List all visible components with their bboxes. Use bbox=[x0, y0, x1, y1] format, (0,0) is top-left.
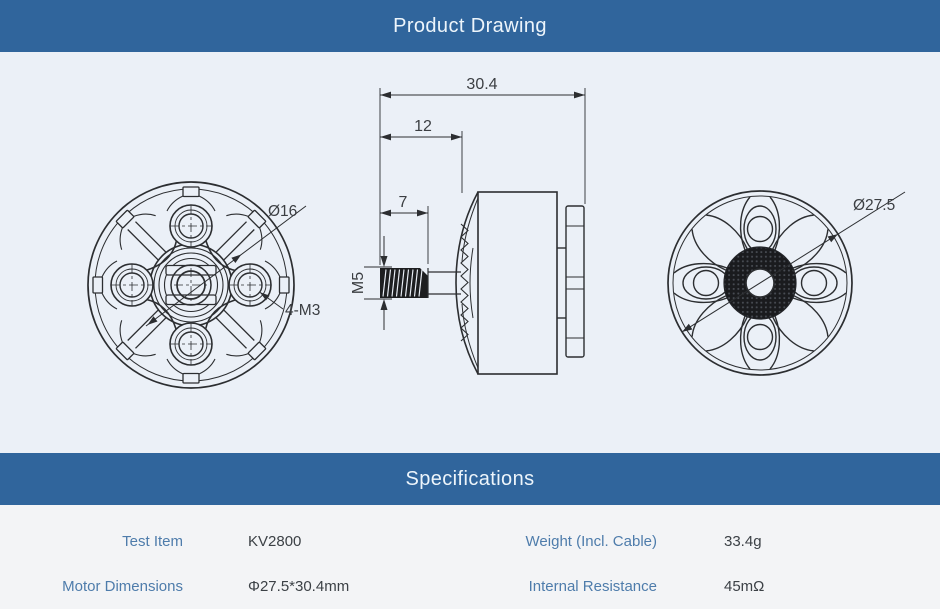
dim-shaft-section-label: 12 bbox=[414, 118, 432, 135]
dim-thread-length: 7 bbox=[380, 194, 428, 217]
side-view: 30.4 12 7 bbox=[350, 76, 586, 375]
spec-label-test-item: Test Item bbox=[122, 533, 183, 550]
spec-value-test-item: KV2800 bbox=[248, 533, 302, 550]
dim-outer-diameter-label: Ø27.5 bbox=[853, 197, 895, 214]
drawing-area: Ø16 4-M3 30. bbox=[0, 52, 940, 453]
dim-overall-length-label: 30.4 bbox=[466, 76, 497, 93]
product-drawing-banner: Product Drawing bbox=[0, 0, 940, 52]
dim-thread-length-label: 7 bbox=[399, 194, 408, 211]
hub-diameter-leader bbox=[145, 205, 307, 327]
dim-thread-spec-label: M5 bbox=[350, 272, 367, 294]
spec-value-weight: 33.4g bbox=[724, 533, 762, 550]
specifications-table: Test Item KV2800 Weight (Incl. Cable) 33… bbox=[0, 505, 940, 609]
outer-diameter-leader bbox=[681, 191, 906, 333]
mount-holes-leader bbox=[259, 291, 284, 310]
spec-label-motor-dimensions: Motor Dimensions bbox=[62, 578, 183, 595]
rear-flange bbox=[557, 205, 585, 358]
dim-thread-spec: M5 bbox=[350, 236, 392, 330]
front-view: Ø16 4-M3 bbox=[87, 181, 320, 389]
specifications-banner: Specifications bbox=[0, 453, 940, 505]
rear-view: Ø27.5 bbox=[667, 190, 906, 376]
dim-overall-length: 30.4 bbox=[380, 76, 585, 99]
spec-value-internal-resistance: 45mΩ bbox=[724, 578, 765, 595]
spec-label-internal-resistance: Internal Resistance bbox=[528, 578, 657, 595]
shaft-hub-detail bbox=[153, 247, 229, 323]
threaded-shaft bbox=[380, 268, 429, 298]
product-drawing-title: Product Drawing bbox=[393, 14, 547, 37]
motor-body bbox=[477, 191, 558, 375]
dim-shaft-section: 12 bbox=[380, 118, 462, 141]
dim-hub-diameter-label: Ø16 bbox=[268, 203, 297, 220]
specifications-title: Specifications bbox=[405, 467, 535, 490]
spec-value-motor-dimensions: Φ27.5*30.4mm bbox=[248, 578, 350, 595]
motor-bell bbox=[455, 191, 479, 375]
motor-technical-drawing: Ø16 4-M3 30. bbox=[87, 76, 906, 389]
spec-row-2: Motor Dimensions Φ27.5*30.4mm Internal R… bbox=[0, 564, 940, 609]
mount-holes bbox=[111, 205, 271, 365]
spec-row-1: Test Item KV2800 Weight (Incl. Cable) 33… bbox=[0, 519, 940, 564]
dim-mount-holes-label: 4-M3 bbox=[285, 302, 320, 319]
spec-label-weight: Weight (Incl. Cable) bbox=[525, 533, 657, 550]
